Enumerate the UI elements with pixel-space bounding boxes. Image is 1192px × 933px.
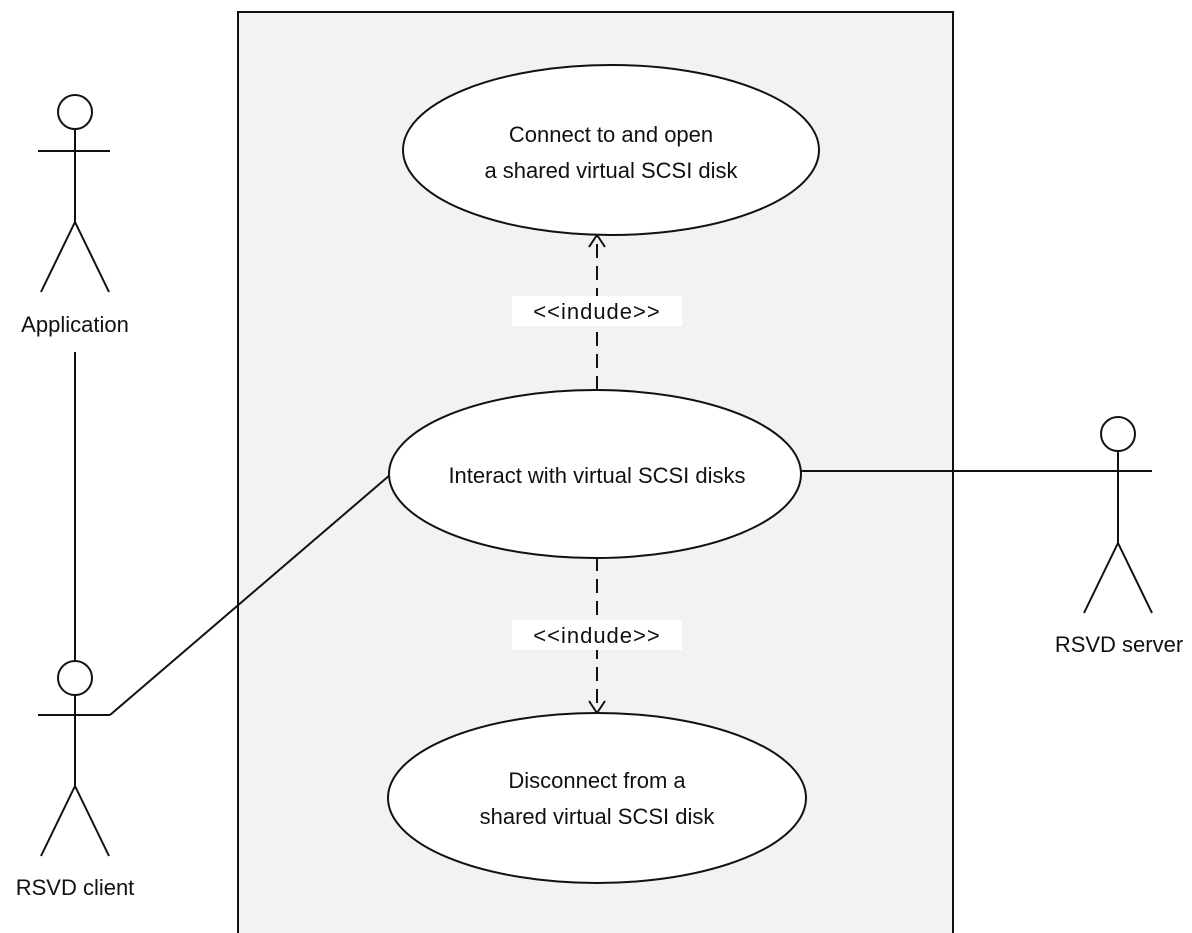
use-case-interact-line-1: Interact with virtual SCSI disks bbox=[448, 463, 745, 488]
actor-application: Application bbox=[21, 94, 129, 337]
include-disconnect-relationship: <<indude>> bbox=[512, 557, 682, 715]
use-case-interact: Interact with virtual SCSI disks bbox=[388, 389, 802, 559]
use-case-disconnect: Disconnect from a shared virtual SCSI di… bbox=[387, 712, 807, 884]
actor-rsvd-server-label: RSVD server bbox=[1055, 632, 1183, 657]
association-rsvd-client-interact bbox=[109, 474, 391, 716]
actor-rsvd-client: RSVD client bbox=[16, 660, 135, 900]
include-disconnect-label-bg bbox=[512, 620, 682, 650]
include-disconnect-label: <<indude>> bbox=[533, 623, 660, 648]
stick-figure-icon bbox=[38, 660, 110, 857]
use-case-disconnect-ellipse bbox=[387, 712, 807, 884]
use-case-connect: Connect to and open a shared virtual SCS… bbox=[402, 64, 820, 236]
stick-figure-icon bbox=[38, 94, 110, 293]
use-case-connect-ellipse bbox=[402, 64, 820, 236]
use-case-connect-line-2: a shared virtual SCSI disk bbox=[484, 158, 738, 183]
use-case-disconnect-line-2: shared virtual SCSI disk bbox=[480, 804, 716, 829]
actor-rsvd-server: RSVD server bbox=[1055, 416, 1183, 657]
use-case-connect-line-1: Connect to and open bbox=[509, 122, 713, 147]
include-connect-label-bg bbox=[512, 296, 682, 326]
include-connect-relationship: <<indude>> bbox=[512, 233, 682, 390]
include-connect-label: <<indude>> bbox=[533, 299, 660, 324]
actor-application-label: Application bbox=[21, 312, 129, 337]
use-case-interact-ellipse bbox=[388, 389, 802, 559]
actor-rsvd-client-label: RSVD client bbox=[16, 875, 135, 900]
use-case-disconnect-line-1: Disconnect from a bbox=[508, 768, 686, 793]
stick-figure-icon bbox=[1083, 416, 1153, 614]
